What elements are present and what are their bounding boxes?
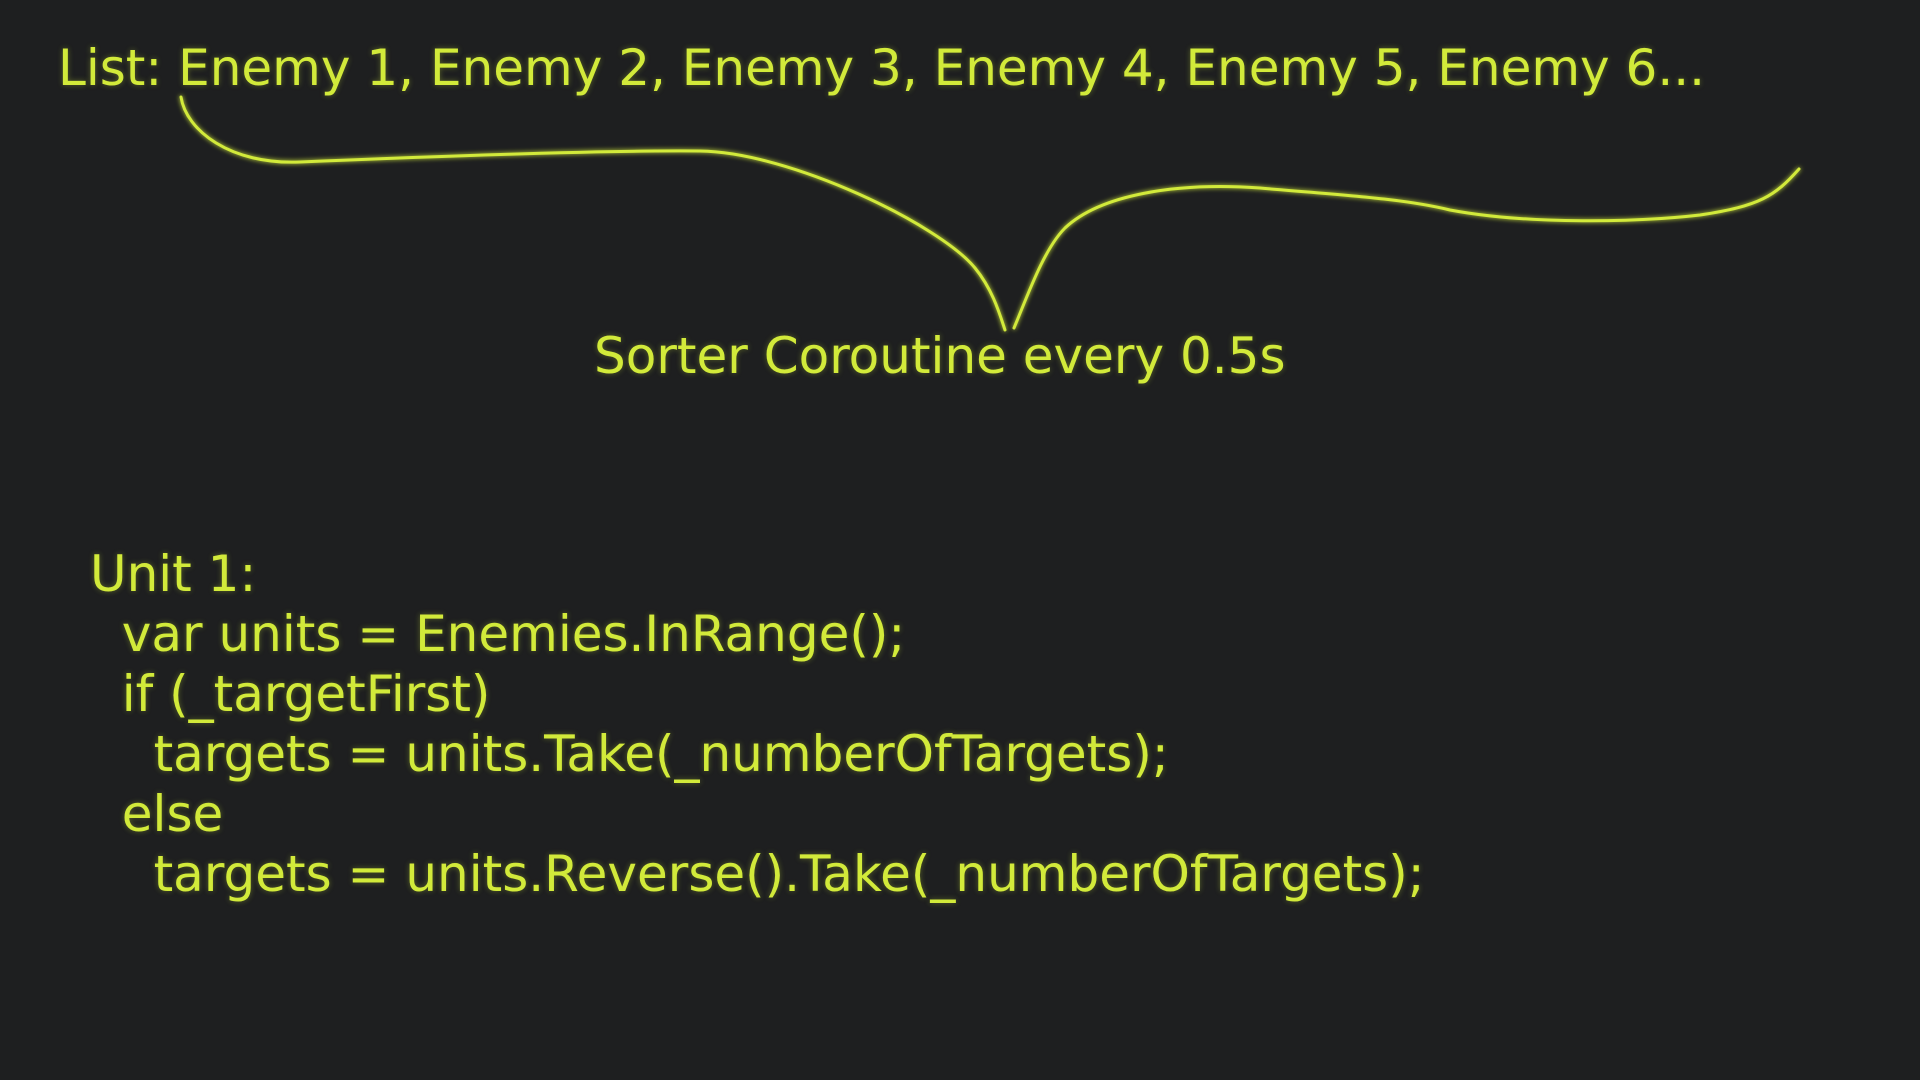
brace-left-arm (179, 95, 1007, 332)
code-line: if (_targetFirst) (90, 665, 491, 723)
code-line: else (90, 785, 224, 843)
code-line: var units = Enemies.InRange(); (90, 605, 906, 663)
code-snippet: Unit 1: var units = Enemies.InRange(); i… (90, 544, 1425, 904)
enemy-list-text: List: Enemy 1, Enemy 2, Enemy 3, Enemy 4… (58, 39, 1706, 97)
code-line: Unit 1: (90, 545, 257, 603)
code-line: targets = units.Reverse().Take(_numberOf… (90, 845, 1425, 903)
sorter-coroutine-label: Sorter Coroutine every 0.5s (594, 327, 1286, 385)
code-line: targets = units.Take(_numberOfTargets); (90, 725, 1169, 783)
brace-right-arm (1012, 167, 1801, 330)
